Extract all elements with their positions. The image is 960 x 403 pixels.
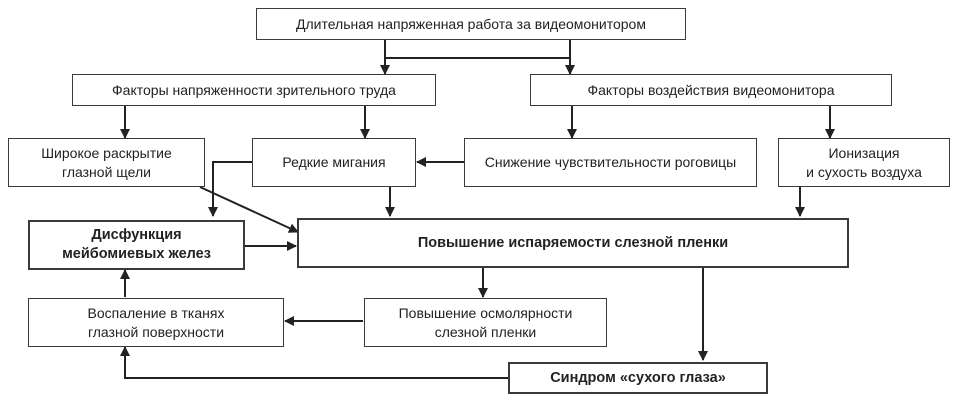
node-inflammation: Воспаление в тканях глазной поверхности (28, 298, 284, 347)
node-label: Факторы напряженности зрительного труда (112, 81, 396, 98)
node-osmolarity: Повышение осмолярности слезной пленки (364, 298, 607, 347)
node-label: Снижение чувствительности роговицы (484, 154, 737, 170)
node-label: Повышение испаряемости слезной пленки (417, 234, 729, 251)
node-rare-blinks: Редкие мигания (252, 138, 416, 187)
node-label-line-1: Воспаление в тканях (87, 304, 225, 321)
node-label: Длительная напряженная работа за видеомо… (296, 15, 646, 32)
node-label-line-1: Ионизация (828, 144, 900, 161)
node-label-line-2: глазной щели (62, 163, 151, 180)
node-evaporation: Повышение испаряемости слезной пленки (297, 218, 849, 268)
node-label-line-1: Широкое раскрытие (41, 144, 172, 161)
node-wide-opening: Широкое раскрытие глазной щели (8, 138, 205, 187)
node-dry-eye: Синдром «сухого глаза» (508, 362, 768, 394)
edge-dry-eye-to-inflammation (120, 346, 508, 379)
node-label: Синдром «сухого глаза» (550, 369, 726, 386)
node-label-line-2: слезной пленки (434, 323, 537, 340)
node-meibomian: Дисфункция мейбомиевых желез (28, 220, 245, 270)
node-monitor-factors: Факторы воздействия видеомонитора (530, 74, 892, 106)
node-label-line-2: глазной поверхности (87, 323, 225, 340)
node-label-line-2: и сухость воздуха (806, 163, 922, 180)
node-label: Факторы воздействия видеомонитора (587, 81, 835, 98)
node-visual-factors: Факторы напряженности зрительного труда (72, 74, 436, 106)
node-ionization: Ионизация и сухость воздуха (778, 138, 950, 187)
edge-rare-blinks-to-meibomian (208, 161, 252, 217)
node-cornea-sensitivity: Снижение чувствительности роговицы (464, 138, 757, 187)
node-label: Редкие мигания (282, 154, 386, 170)
node-label-line-1: Повышение осмолярности (398, 304, 573, 321)
node-long-work: Длительная напряженная работа за видеомо… (256, 8, 686, 40)
node-label-line-2: мейбомиевых желез (62, 246, 211, 262)
node-label-line-1: Дисфункция (91, 227, 182, 243)
edge-wide-opening-to-evaporation (199, 186, 299, 233)
